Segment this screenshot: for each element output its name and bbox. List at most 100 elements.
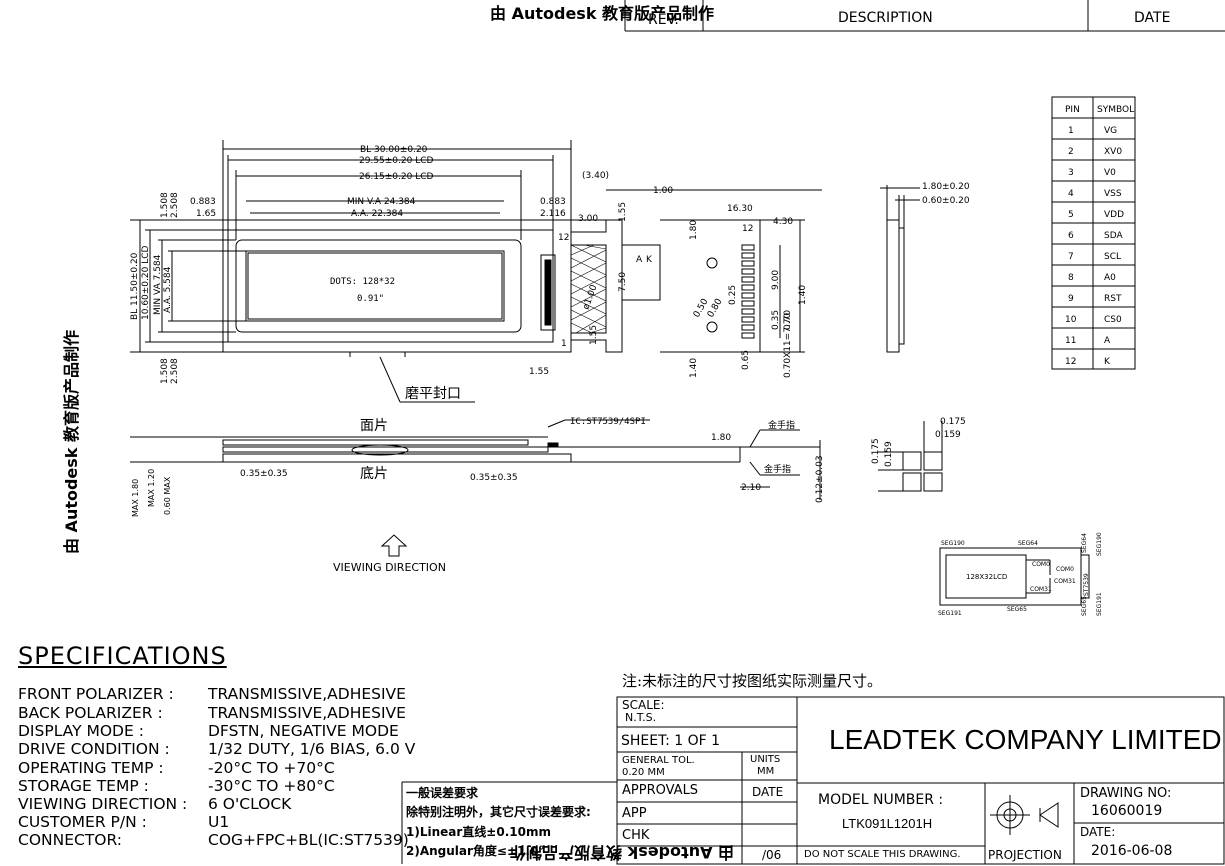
viewing-label: VIEWING DIRECTION: [333, 561, 446, 574]
dim-bl-width: BL 30.00±0.20: [360, 145, 428, 155]
spec-value: U1: [208, 813, 230, 831]
date-label-tb: DATE:: [1080, 825, 1116, 839]
dot-d4: 0.159: [884, 441, 894, 467]
drawing-no-value: 16060019: [1091, 803, 1163, 819]
gold-finger-2: 金手指: [764, 463, 791, 475]
spec-row-operating-temp: OPERATING TEMP :-20°C TO +70°C: [18, 759, 335, 777]
section-d-012: 0.12±0.03: [815, 455, 825, 503]
projection-symbol-icon: [990, 795, 1059, 835]
symbol-cell: VDD: [1104, 210, 1124, 220]
model-number-value: LTK091L1201H: [842, 816, 933, 831]
drawing-no-label: DRAWING NO:: [1080, 786, 1172, 801]
pin-cell: 2: [1068, 147, 1074, 157]
model-number-label: MODEL NUMBER :: [818, 792, 944, 808]
units-label: UNITS: [750, 754, 781, 765]
viewing-arrow-icon: [380, 534, 408, 557]
symbol-cell: A0: [1104, 273, 1116, 283]
spec-row-connector: CONNECTOR:COG+FPC+BL(IC:ST7539): [18, 831, 409, 849]
symbol-cell: RST: [1104, 294, 1122, 304]
pin-cell: 3: [1068, 168, 1074, 178]
sheet-label: SHEET: 1 OF 1: [621, 733, 721, 749]
spec-row-front-polarizer: FRONT POLARIZER :TRANSMISSIVE,ADHESIVE: [18, 685, 406, 703]
pin-header: PIN: [1065, 105, 1080, 115]
dim-2508-top: 2.508: [170, 192, 180, 218]
vertical-dims: BL 11.50±0.20 10.60±0.20 LCD MIN VA 7.58…: [130, 192, 808, 384]
section-d-210: 2.10: [741, 483, 761, 493]
description-label: DESCRIPTION: [838, 10, 933, 26]
date-value: 2016-06-08: [1091, 843, 1173, 859]
gold-finger-1: 金手指: [768, 419, 795, 431]
spec-value: TRANSMISSIVE,ADHESIVE: [208, 704, 406, 722]
dim-lcd-width: 29.55±0.20 LCD: [359, 156, 434, 166]
scale-label: SCALE:: [622, 698, 665, 712]
dim-180-fpc: 4.30: [773, 217, 793, 227]
seal-label: 磨平封口: [405, 386, 461, 402]
dim-155-top: 1.55: [618, 202, 628, 222]
section-d-left: 0.35±0.35: [240, 469, 288, 479]
spec-row-customer-pn: CUSTOMER P/N : U1: [18, 813, 229, 831]
projection-label: PROJECTION: [988, 848, 1062, 862]
symbol-header: SYMBOL: [1097, 105, 1134, 115]
section-bottom-label: 底片: [360, 466, 388, 482]
symbol-cell: SDA: [1104, 231, 1123, 241]
fpc-a-label: A: [636, 255, 643, 265]
spec-value: DFSTN, NEGATIVE MODE: [208, 722, 399, 740]
spec-row-display-mode: DISPLAY MODE :DFSTN, NEGATIVE MODE: [18, 722, 399, 740]
dim-aa: A.A. 22.384: [351, 209, 403, 219]
ic-seg191-bottom: SEG191: [938, 610, 962, 617]
dim-340: (3.40): [582, 171, 609, 181]
symbol-cell: XV0: [1104, 147, 1122, 157]
spec-label: STORAGE TEMP :: [18, 777, 149, 795]
ic-seg65-bottom: SEG65: [1007, 606, 1027, 613]
dim-025: 0.65: [741, 350, 751, 370]
ic-seg191-side: SEG191: [1096, 592, 1103, 616]
ic-seg190-top: SEG190: [941, 540, 965, 547]
ic-lcd-label: 128X32LCD: [966, 573, 1007, 581]
symbol-cell: A: [1104, 336, 1111, 346]
ic-seg64-top: SEG64: [1018, 540, 1038, 547]
dim-1508-bottom: 1.508: [160, 358, 170, 384]
spec-value: COG+FPC+BL(IC:ST7539): [208, 831, 409, 849]
side-dim-2: 0.60±0.20: [922, 196, 970, 206]
dim-430: 16.30: [727, 204, 753, 214]
ic-com31-b: COM31: [1054, 578, 1076, 585]
chk-date: /06: [762, 848, 782, 862]
dot-d2: 0.159: [935, 430, 961, 440]
spec-value: 6 O'CLOCK: [208, 795, 292, 813]
dim-140-bottom: 1.40: [689, 358, 699, 378]
pin-cell: 8: [1068, 273, 1074, 283]
spec-row-viewing-direction: VIEWING DIRECTION :6 O'CLOCK: [18, 795, 291, 813]
approvals-label: APPROVALS: [622, 783, 699, 798]
ic-seg64-side: SEG64: [1081, 533, 1088, 553]
dim-0883-right: 0.883: [540, 197, 566, 207]
dim-155-bottom: 1.55: [589, 325, 599, 345]
pin-cell: 12: [1065, 357, 1076, 367]
pin12-label: 12: [558, 233, 569, 243]
rev-label: REV.: [648, 12, 679, 28]
size-label: 0.91": [357, 294, 384, 304]
ic-st7539: ST7539: [1083, 573, 1090, 596]
app-label: APP: [622, 806, 647, 821]
gen-tol-value: 0.20 MM: [622, 767, 665, 778]
section-top-label: 面片: [360, 418, 388, 434]
dim-lcd-height: 10.60±0.20 LCD: [141, 245, 151, 320]
spec-label: DRIVE CONDITION :: [18, 740, 170, 758]
tolerance-line1: 除特别注明外，其它尺寸误差要求:: [406, 805, 591, 819]
spec-label: CUSTOMER P/N :: [18, 813, 147, 831]
dot-d3: 0.175: [871, 438, 881, 464]
ic-com0-a: COM0: [1032, 561, 1050, 568]
pin-cell: 10: [1065, 315, 1077, 325]
dim-minva-height: MIN VA 7.584: [153, 254, 163, 315]
dot-detail: [878, 421, 943, 492]
fpc-pin12: 12: [742, 224, 753, 234]
section-d-180: 1.80: [711, 433, 731, 443]
date-label: DATE: [1134, 10, 1170, 26]
dim-bl-height: BL 11.50±0.20: [130, 252, 140, 320]
pin-cell: 11: [1065, 336, 1076, 346]
pin-cell: 5: [1068, 210, 1074, 220]
dim-phi100: 0.80: [706, 297, 725, 320]
title-block-grid: [401, 696, 1225, 865]
gen-tol-label: GENERAL TOL.: [622, 755, 695, 766]
dim-min-va: MIN V.A 24.384: [347, 197, 416, 207]
